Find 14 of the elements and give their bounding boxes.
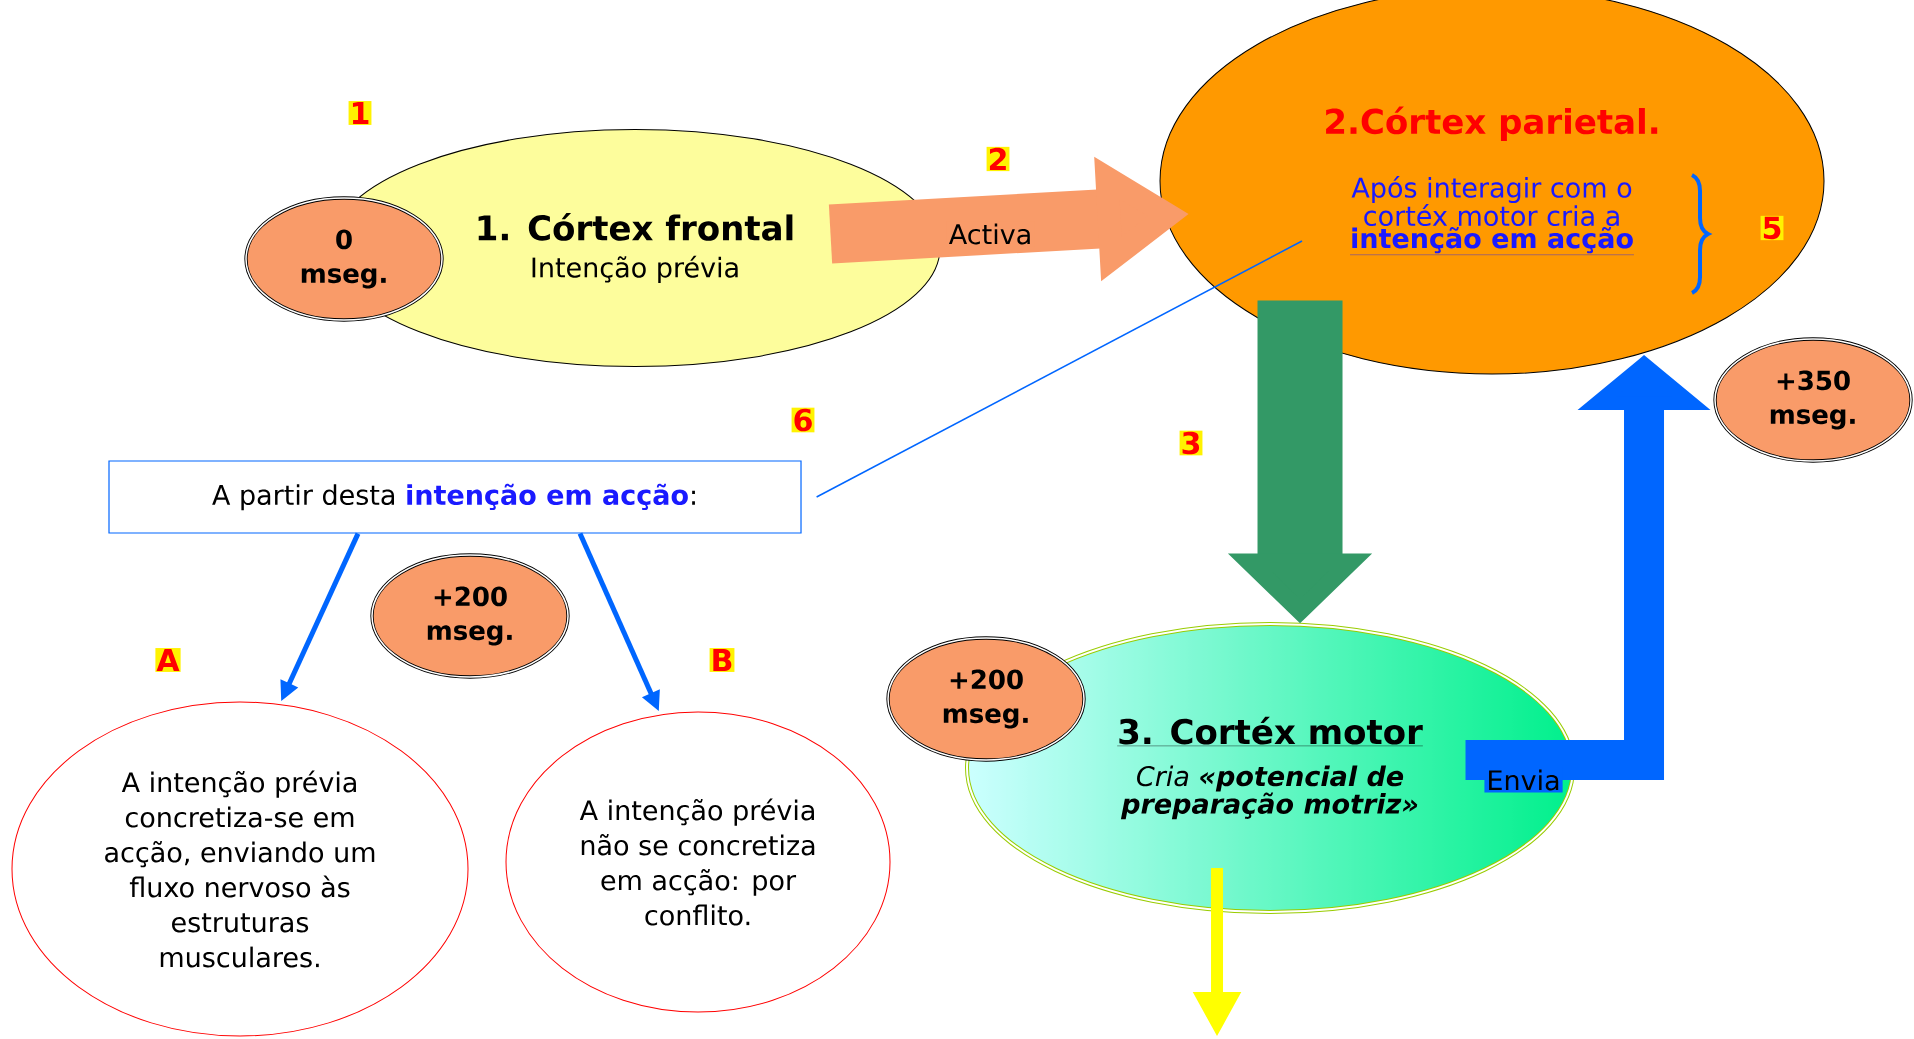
time-badge: +350 mseg. (1713, 337, 1913, 463)
leader-line (815, 240, 1303, 498)
edge-label: Envia (1484, 767, 1563, 793)
callout-number: 1 (348, 101, 372, 125)
callout-number: 6 (791, 407, 815, 433)
callout-number: 3 (1179, 430, 1203, 456)
text-box: A partir desta intenção em acção: (108, 460, 802, 534)
time-badge: +200 mseg. (370, 553, 570, 679)
callout-number: B (709, 648, 735, 672)
callout-number: 2 (986, 146, 1010, 172)
time-badge: +200 mseg. (886, 636, 1086, 762)
edge-label: Activa (946, 221, 1035, 247)
callout-number: A (155, 648, 181, 672)
time-badge: 0 mseg. (244, 196, 444, 322)
